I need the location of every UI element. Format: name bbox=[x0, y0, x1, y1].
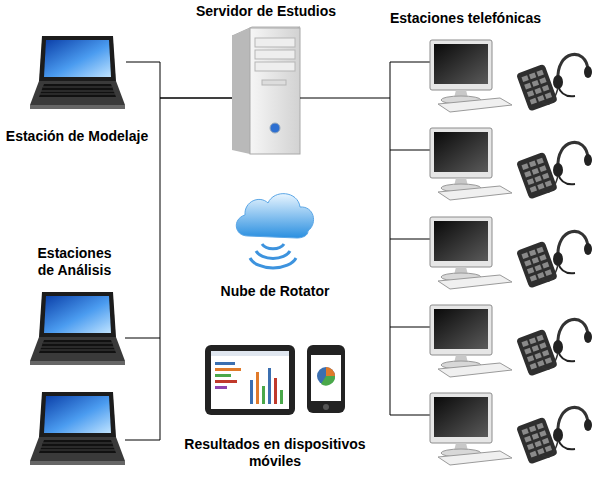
drive-slot bbox=[262, 80, 286, 85]
wifi-arc bbox=[256, 251, 290, 258]
node-label: Resultados en dispositivos móviles bbox=[175, 436, 375, 470]
modeling-laptop bbox=[30, 36, 125, 109]
phone-station bbox=[430, 393, 592, 465]
chart-bar bbox=[215, 374, 231, 377]
network-link bbox=[300, 98, 390, 99]
cloud-node: Nube de Rotator bbox=[215, 185, 335, 303]
chart-bar bbox=[215, 362, 235, 365]
network-wire bbox=[390, 62, 430, 415]
phone-station bbox=[430, 128, 592, 200]
phone-icon bbox=[307, 345, 345, 413]
phone-station bbox=[430, 217, 592, 289]
wifi-arc bbox=[250, 258, 296, 268]
server-node: Servidor de Estudios bbox=[232, 0, 300, 158]
screen-bar bbox=[211, 351, 289, 356]
modeling-station-node: Estación de Modelaje bbox=[28, 38, 126, 148]
mobile-results-node: Resultados en dispositivos móviles bbox=[175, 340, 375, 478]
tablet-icon bbox=[205, 345, 295, 415]
chart-bar bbox=[215, 380, 237, 383]
drive-bay bbox=[255, 62, 295, 71]
analysis-stations-group: Estaciones de Análisis bbox=[30, 245, 125, 468]
phone-stations-group: Estaciones telefónicas bbox=[390, 8, 593, 470]
node-label: Nube de Rotator bbox=[215, 283, 335, 300]
network-wire bbox=[125, 338, 160, 440]
wifi-arc bbox=[262, 244, 284, 249]
drive-bay bbox=[255, 50, 295, 59]
chart-bar bbox=[256, 372, 259, 404]
chart-bar bbox=[274, 378, 277, 404]
cloud-shape bbox=[236, 194, 313, 238]
home-button bbox=[323, 404, 329, 410]
server-side bbox=[232, 28, 250, 154]
tablet-body bbox=[205, 345, 295, 415]
chart-bar bbox=[215, 386, 227, 389]
network-link bbox=[126, 62, 232, 98]
analysis-laptop bbox=[30, 292, 125, 365]
pie-slice bbox=[326, 367, 335, 376]
cloud-icon bbox=[236, 194, 313, 268]
phone-body bbox=[307, 345, 345, 413]
phone-station bbox=[430, 40, 592, 112]
chart-bar bbox=[250, 380, 253, 404]
analysis-laptop bbox=[30, 392, 125, 465]
tablet-screen bbox=[211, 351, 289, 409]
phone-screen bbox=[311, 355, 341, 401]
chart-bar bbox=[215, 368, 241, 371]
server-tower bbox=[232, 27, 300, 154]
node-label: Servidor de Estudios bbox=[172, 3, 360, 20]
node-label: Estaciones telefónicas bbox=[390, 10, 593, 27]
phone-station bbox=[430, 305, 592, 377]
pie-chart bbox=[317, 367, 335, 385]
node-label: Estación de Modelaje bbox=[2, 128, 152, 145]
chart-bar bbox=[268, 368, 271, 404]
node-label: Estaciones de Análisis bbox=[32, 245, 117, 279]
server-front bbox=[250, 28, 300, 154]
pie-slice bbox=[321, 376, 335, 386]
power-button bbox=[270, 123, 280, 133]
chart-bar bbox=[262, 386, 265, 404]
drive-bay bbox=[255, 38, 295, 47]
chart-bar bbox=[280, 390, 283, 404]
